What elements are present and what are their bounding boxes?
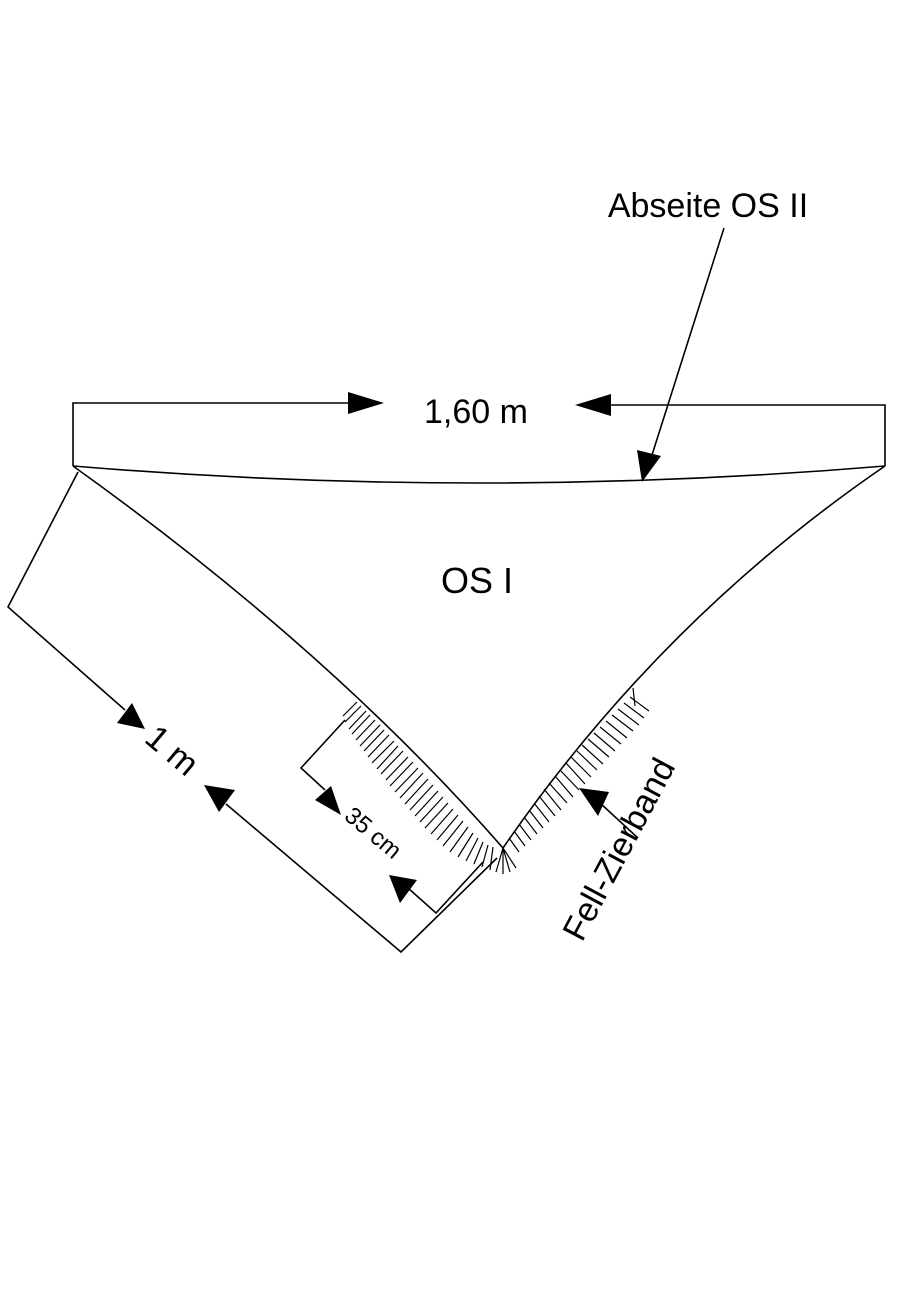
fur-trim-tip — [495, 847, 517, 874]
fur-band-arrow-head — [579, 788, 609, 816]
fur-trim-right — [508, 687, 650, 853]
width-dimension: 1,60 m — [72, 392, 886, 466]
abseite-arrow-head — [637, 450, 661, 482]
right-edge-curve — [502, 465, 886, 849]
fringe-arrow-upper-head — [315, 786, 341, 815]
width-dimension-right-bracket — [600, 404, 886, 466]
side-dimension: 1 m — [7, 471, 498, 954]
side-dimension-upper-bracket — [7, 471, 126, 711]
fringe-arrow-lower-head — [389, 875, 417, 903]
side-dimension-lower-bracket — [225, 803, 498, 954]
width-dimension-label: 1,60 m — [424, 393, 528, 431]
abseite-callout: Abseite OS II — [608, 187, 808, 482]
fringe-dimension-label: 35 cm — [339, 802, 406, 865]
side-dimension-label: 1 m — [138, 718, 206, 784]
fur-band-label: Fell-Zierband — [556, 752, 684, 947]
fringe-dimension-upper-bracket — [299, 719, 346, 791]
fur-band-leader-line — [599, 802, 639, 839]
top-edge-curve — [72, 465, 886, 484]
fur-trim-left — [342, 701, 494, 871]
width-dimension-left-bracket — [72, 402, 365, 466]
side-arrow-upper-head — [117, 703, 145, 729]
fur-band-callout: Fell-Zierband — [556, 752, 684, 947]
fringe-dimension-lower-bracket — [407, 861, 484, 915]
left-edge-curve — [72, 465, 504, 849]
triangle-outline — [72, 465, 886, 849]
main-area-label: OS I — [441, 560, 513, 601]
fringe-dimension: 35 cm — [299, 719, 484, 915]
side-arrow-lower-head — [204, 785, 235, 812]
width-arrow-right-head — [575, 394, 611, 416]
abseite-label: Abseite OS II — [608, 187, 808, 225]
abseite-leader-line — [651, 227, 725, 456]
width-arrow-left-head — [348, 392, 384, 414]
